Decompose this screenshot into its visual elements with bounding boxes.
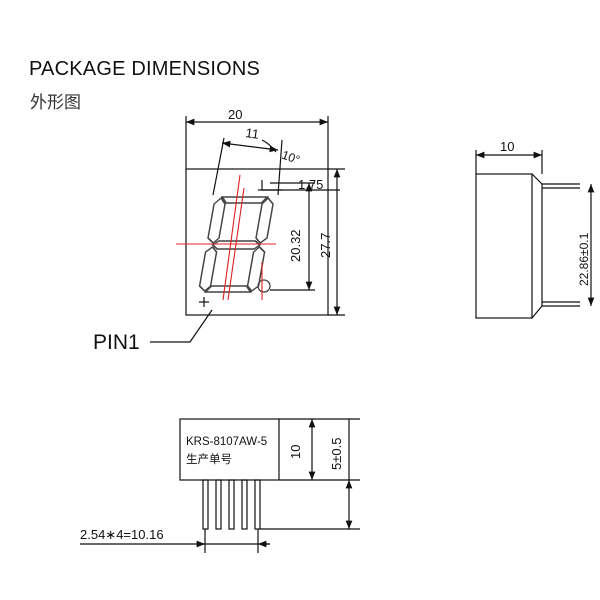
pin xyxy=(215,479,222,530)
page-subtitle: 外形图 xyxy=(30,93,81,113)
dim-offset-label: 1.75 xyxy=(298,177,323,192)
segment-b xyxy=(255,196,274,245)
decimal-point xyxy=(257,279,271,293)
seven-segment-digit xyxy=(198,196,274,293)
side-body-outline xyxy=(475,173,533,319)
front-view xyxy=(185,116,345,316)
bottom-view xyxy=(80,418,360,553)
pins xyxy=(202,479,261,530)
dim-width-label: 20 xyxy=(228,107,242,122)
dim-depth-label: 10 xyxy=(500,139,514,154)
dim-pin-length-label: 5±0.5 xyxy=(329,438,344,470)
dim-slant-width-label: 11 xyxy=(245,125,260,142)
dim-pitch-label: 2.54∗4=10.16 xyxy=(80,527,164,542)
segment-e xyxy=(198,245,218,293)
page-title: PACKAGE DIMENSIONS xyxy=(29,58,261,80)
dim-side-height-label: 22.86±0.1 xyxy=(577,232,591,286)
dim-angle-label: 10° xyxy=(280,148,302,167)
part-number-label: KRS-8107AW-5 xyxy=(186,436,267,448)
side-view xyxy=(475,150,595,319)
segment-g xyxy=(211,240,262,250)
batch-label: 生产单号 xyxy=(186,452,232,466)
dim-body-height-label: 10 xyxy=(288,445,303,459)
segment-a xyxy=(220,196,269,204)
dim-slant-width-line xyxy=(221,140,279,153)
pin xyxy=(241,479,248,530)
segment-f xyxy=(207,196,226,245)
pin1-marker xyxy=(150,297,213,343)
dim-angle-arc xyxy=(261,139,277,153)
bottom-body-outline xyxy=(179,418,280,481)
dim-digit-height-label: 20.32 xyxy=(288,229,303,262)
front-body-outline xyxy=(185,168,329,316)
segment-d xyxy=(203,285,252,293)
dim-total-height-label: 27.7 xyxy=(318,233,333,258)
center-lines xyxy=(176,174,276,301)
pin xyxy=(254,479,261,530)
pin xyxy=(202,479,209,530)
pin xyxy=(228,479,235,530)
pin1-label: PIN1 xyxy=(93,331,140,354)
segment-c xyxy=(246,245,266,293)
